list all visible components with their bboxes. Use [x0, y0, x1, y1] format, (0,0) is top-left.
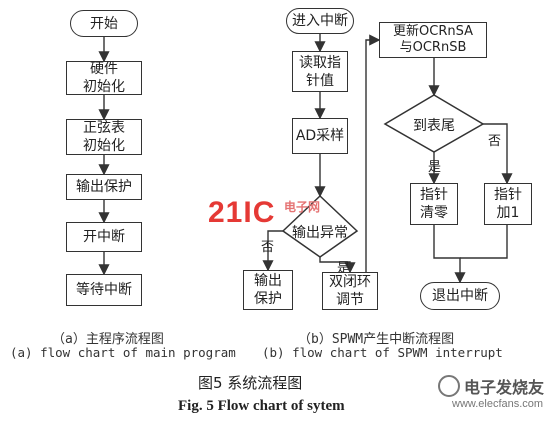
watermark-logo-21ic: 21IC	[208, 196, 276, 229]
output-protect-label: 输出保护	[76, 179, 132, 195]
enter-interrupt-box: 进入中断	[286, 8, 354, 34]
decision-end-diamond	[383, 94, 485, 153]
closed-loop-label: 双闭环 调节	[329, 274, 371, 308]
arrow-reset-exit	[433, 225, 466, 284]
caption-a-cn: （a）主程序流程图	[52, 332, 164, 347]
enter-interrupt-label: 进入中断	[292, 13, 348, 29]
pointer-inc-label: 指针 加1	[494, 187, 522, 221]
ad-sample-box: AD采样	[292, 118, 348, 154]
update-ocr-box: 更新OCRnSA 与OCRnSB	[379, 22, 487, 58]
enable-interrupt-box: 开中断	[66, 222, 142, 252]
no-label: 否	[261, 240, 275, 255]
closed-loop-box: 双闭环 调节	[322, 272, 378, 310]
start-label: 开始	[90, 15, 118, 32]
end-yes-label: 是	[428, 160, 442, 175]
update-ocr-label: 更新OCRnSA 与OCRnSB	[393, 24, 473, 55]
watermark-corner-url: www.elecfans.com	[452, 398, 544, 410]
ad-sample-label: AD采样	[295, 128, 345, 144]
caption-a-en: (a) flow chart of main program	[10, 345, 236, 360]
output-protect-box: 输出保护	[66, 174, 142, 200]
wait-interrupt-box: 等待中断	[66, 274, 142, 306]
read-pointer-label: 读取指 针值	[299, 54, 341, 89]
arrow-decision-no	[262, 230, 283, 272]
caption-b-cn: （b）SPWM产生中断流程图	[298, 332, 455, 347]
pointer-reset-box: 指针 清零	[410, 183, 458, 225]
arrow-end-no	[483, 123, 513, 185]
start-box: 开始	[70, 10, 138, 37]
watermark-corner-logo: 电子发烧友	[464, 380, 545, 397]
arrow-inc-exit	[460, 225, 508, 259]
arrow-loop-update	[365, 34, 381, 301]
end-no-label: 否	[488, 134, 502, 149]
hw-init-box: 硬件 初始化	[66, 61, 142, 95]
isr-output-protect-label: 输出 保护	[254, 273, 282, 307]
sine-init-label: 正弦表 初始化	[83, 120, 125, 154]
watermark-sub-21ic: 电子网	[284, 200, 321, 214]
watermark-corner-icon	[438, 375, 460, 397]
isr-output-protect-box: 输出 保护	[243, 270, 293, 310]
pointer-reset-label: 指针 清零	[420, 187, 448, 221]
decision-end-label: 到表尾	[413, 118, 455, 134]
read-pointer-box: 读取指 针值	[292, 51, 348, 92]
caption-b-en: (b) flow chart of SPWM interrupt	[262, 345, 503, 360]
figure-caption-en: Fig. 5 Flow chart of sytem	[178, 398, 345, 414]
pointer-inc-box: 指针 加1	[484, 183, 532, 225]
figure-caption-cn: 图5 系统流程图	[198, 374, 303, 392]
decision-abnormal-diamond	[281, 194, 359, 258]
enable-interrupt-label: 开中断	[83, 229, 125, 245]
sine-init-box: 正弦表 初始化	[66, 119, 142, 155]
arrow-decision-yes	[319, 257, 356, 274]
wait-interrupt-label: 等待中断	[76, 282, 132, 298]
exit-interrupt-label: 退出中断	[432, 288, 488, 304]
decision-abnormal-label: 输出异常	[292, 225, 348, 241]
exit-interrupt-box: 退出中断	[420, 282, 500, 310]
hw-init-label: 硬件 初始化	[83, 61, 125, 95]
